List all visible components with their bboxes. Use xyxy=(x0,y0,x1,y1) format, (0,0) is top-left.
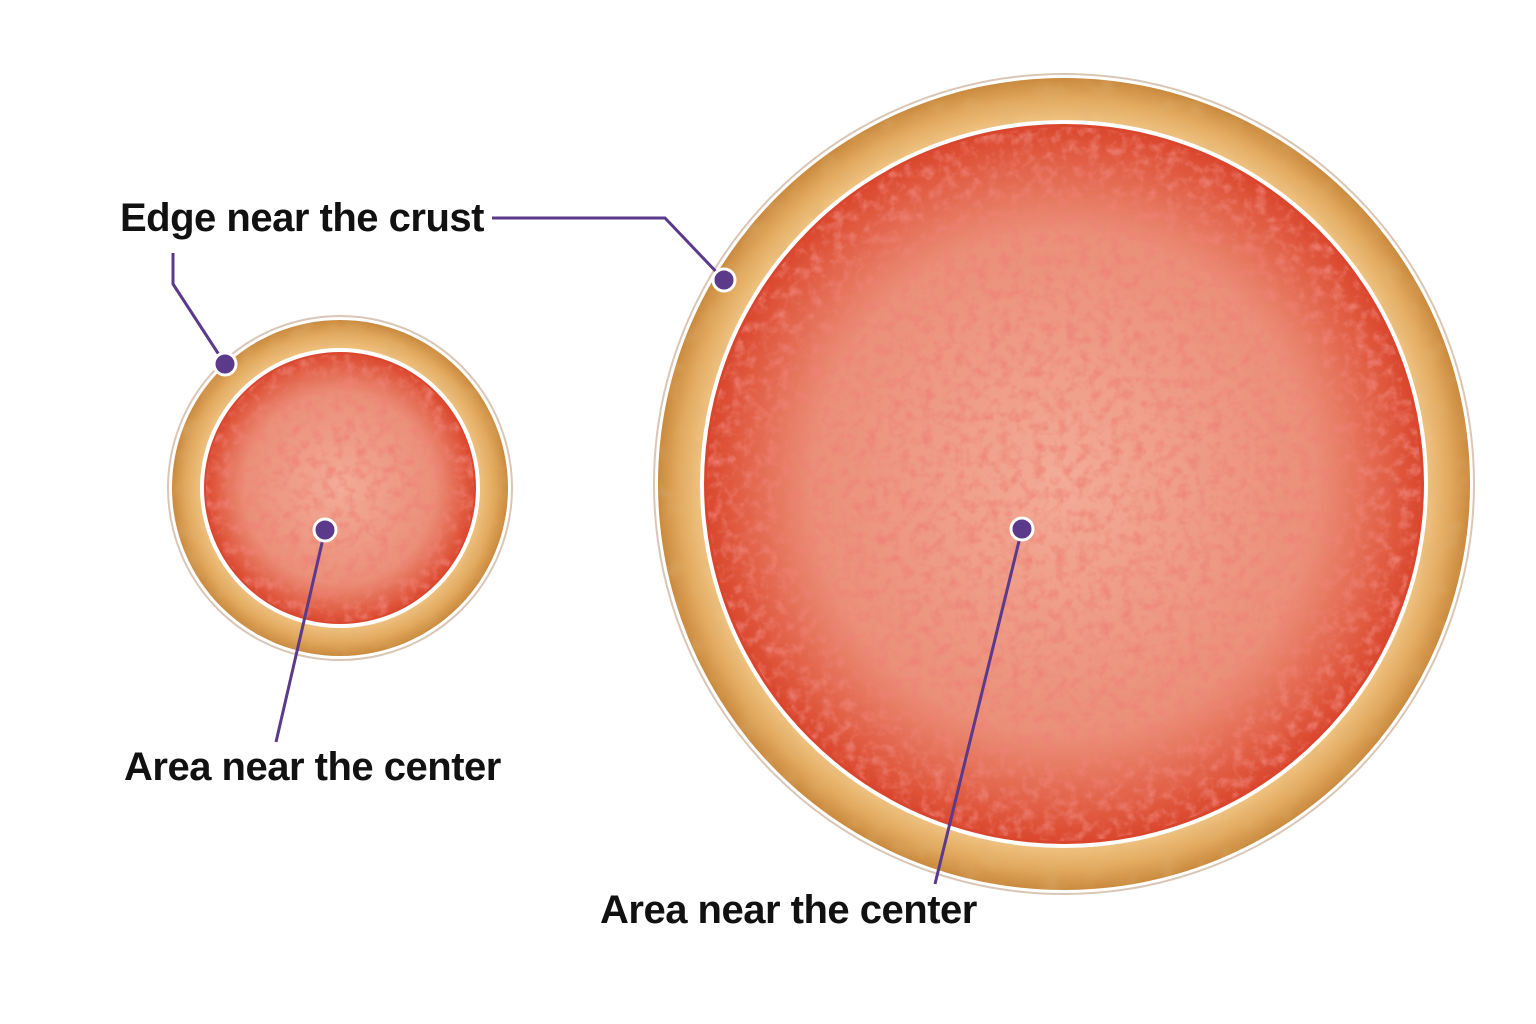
callout-center-small xyxy=(274,517,338,743)
edge-near-crust-label: Edge near the crust xyxy=(120,196,484,240)
large-pizza xyxy=(653,73,1475,895)
large-pizza-center-label: Area near the center xyxy=(600,888,977,932)
callout-center-large xyxy=(933,516,1035,885)
callout-edge-large xyxy=(492,216,737,293)
callout-dot xyxy=(312,517,338,543)
callout-dot xyxy=(1009,516,1035,542)
small-pizza-cheese-texture xyxy=(206,354,474,622)
small-pizza-center-label: Area near the center xyxy=(124,745,501,789)
large-pizza-cheese-texture xyxy=(707,127,1421,841)
callout-edge-small xyxy=(171,253,238,377)
small-pizza xyxy=(167,315,513,661)
callout-dot xyxy=(711,267,737,293)
callout-dot xyxy=(212,351,238,377)
